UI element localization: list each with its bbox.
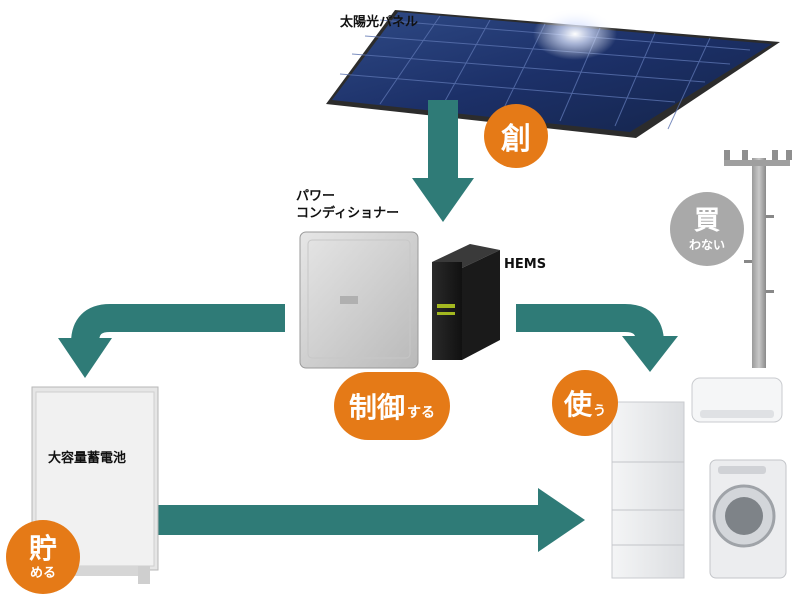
hems-device-image <box>432 244 500 360</box>
badge-no-buy: 買 わない <box>670 192 744 266</box>
badge-control-main: 制御 <box>348 391 405 424</box>
power-conditioner-image <box>299 231 419 369</box>
badge-control: 制御 する <box>334 372 450 440</box>
badge-use-main: 使 <box>563 388 592 421</box>
solar-panel-label: 太陽光パネル <box>340 15 419 30</box>
power-conditioner-label-line1: パワー <box>296 189 336 204</box>
battery-label: 大容量蓄電池 <box>48 451 127 466</box>
utility-pole-image <box>724 150 792 368</box>
washing-machine-image <box>709 459 787 579</box>
badge-no-buy-main: 買 <box>693 205 720 236</box>
refrigerator-image <box>611 401 685 579</box>
badge-store-main: 貯 <box>28 531 57 565</box>
badge-use-sub: う <box>593 403 607 419</box>
badge-use: 使 う <box>552 370 618 436</box>
air-conditioner-image <box>691 377 783 423</box>
arrow-down-from-panel <box>412 100 474 222</box>
badge-control-sub: する <box>407 405 435 421</box>
badge-create: 創 <box>484 104 548 168</box>
arrow-to-appliances <box>516 304 678 372</box>
badge-no-buy-sub: わない <box>688 237 725 252</box>
power-conditioner-label-line2: コンディショナー <box>296 206 400 221</box>
arrow-battery-to-appliances <box>150 488 585 552</box>
arrow-to-battery <box>58 304 285 378</box>
hems-label: HEMS <box>504 257 547 272</box>
badge-create-text: 創 <box>501 122 531 157</box>
badge-store-sub: める <box>29 565 56 581</box>
badge-store: 貯 める <box>6 520 80 594</box>
